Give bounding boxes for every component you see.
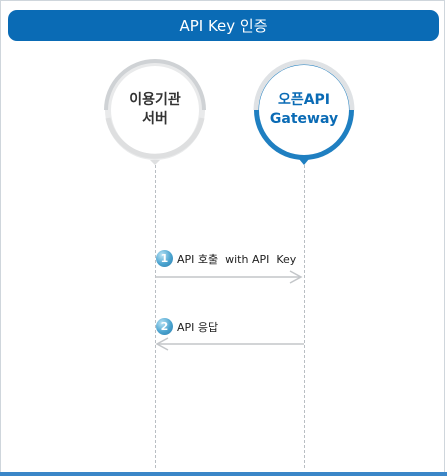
- node-right-label: 오픈API Gateway: [249, 91, 359, 129]
- message-request: 1 API 호출 with API Key: [156, 250, 296, 267]
- node-right-circle: [253, 59, 355, 165]
- node-left-line2: 서버: [142, 111, 168, 127]
- arrow-request: [155, 270, 303, 284]
- diagram-title: API Key 인증: [179, 17, 268, 35]
- message-response: 2 API 응답: [156, 318, 218, 335]
- step-badge-1: 1: [156, 250, 173, 267]
- node-left-circle: [104, 59, 206, 165]
- lifeline-right: [304, 160, 305, 468]
- lifeline-left: [155, 160, 156, 468]
- arrow-response: [155, 337, 304, 351]
- node-left-line1: 이용기관: [129, 92, 181, 108]
- diagram-title-bar: API Key 인증: [8, 10, 439, 41]
- node-right-line2: Gateway: [269, 111, 339, 127]
- message-request-label: API 호출 with API Key: [177, 252, 297, 266]
- message-response-label: API 응답: [177, 320, 219, 334]
- node-left-label: 이용기관 서버: [100, 91, 210, 129]
- frame-bottom-border: [0, 472, 447, 476]
- step-badge-2: 2: [156, 318, 173, 335]
- node-right-line1: 오픈API: [277, 92, 331, 108]
